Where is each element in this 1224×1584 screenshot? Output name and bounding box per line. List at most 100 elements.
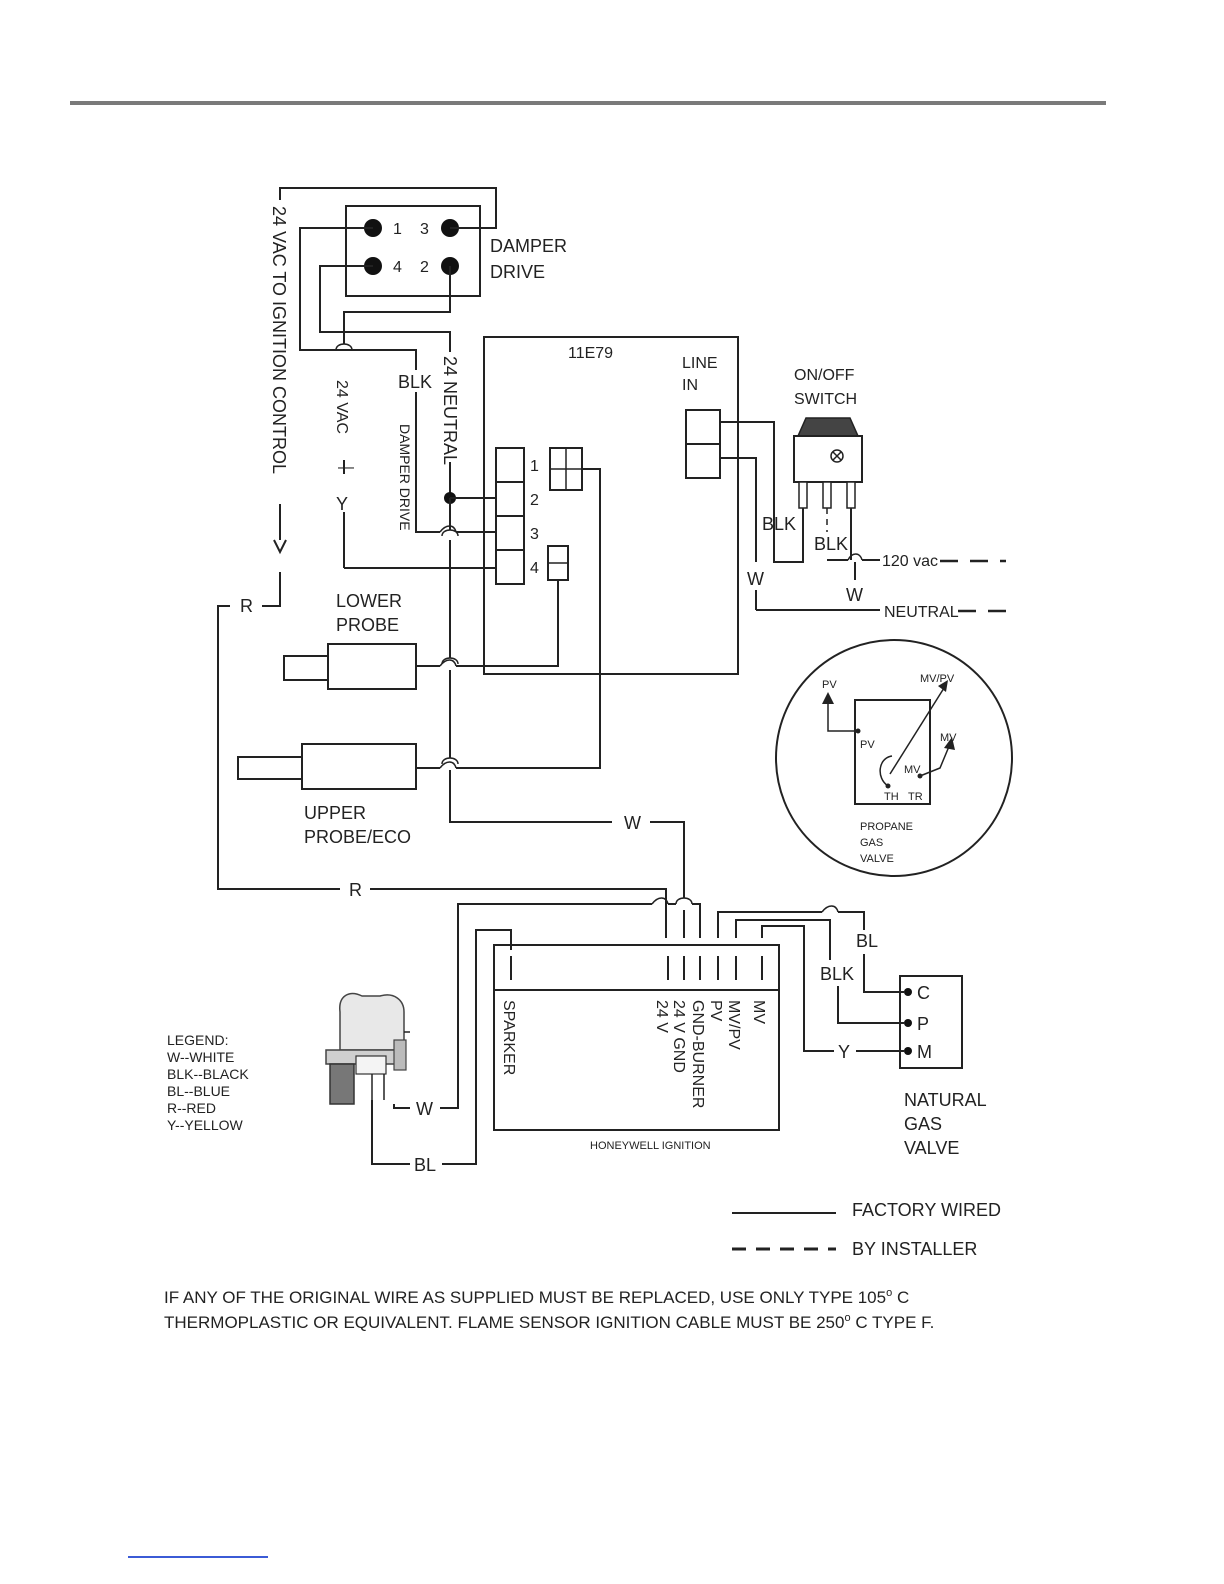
vac24-label: 24 VAC <box>333 380 350 434</box>
factory-wired-label: FACTORY WIRED <box>852 1200 1001 1220</box>
legend-item-yellow: Y--YELLOW <box>167 1117 244 1133</box>
line-key: FACTORY WIRED BY INSTALLER <box>732 1200 1001 1259</box>
connector-pin-3-label: 3 <box>530 526 539 543</box>
damper-drive-title-line1: DAMPER <box>490 236 567 256</box>
control-board: 11E79 LINE IN 1 2 3 4 <box>483 336 739 675</box>
switch-label-2: SWITCH <box>794 391 857 408</box>
upper-probe-label-2: PROBE/ECO <box>304 827 411 847</box>
propane-label-2: GAS <box>860 837 883 849</box>
label-mvpv: MV/PV <box>725 1000 742 1050</box>
r-wire-label-2: R <box>349 880 362 900</box>
ignition-module-name: HONEYWELL IGNITION <box>590 1140 711 1152</box>
label-24v: 24 V <box>653 1000 670 1033</box>
switch-label-1: ON/OFF <box>794 367 855 384</box>
propane-tr-label: TR <box>908 791 923 803</box>
footer-link-underline <box>128 1556 268 1558</box>
bl-wire-label-valve: BL <box>856 931 878 951</box>
bl-wire-label-pilot: BL <box>414 1155 436 1175</box>
legend: LEGEND: W--WHITE BLK--BLACK BL--BLUE R--… <box>167 1032 249 1133</box>
neutral-label: NEUTRAL <box>884 604 959 621</box>
r-wire-label-1: R <box>240 596 253 616</box>
propane-mv-side-label: MV <box>940 732 957 744</box>
legend-item-red: R--RED <box>167 1100 216 1116</box>
connector-pin-4 <box>495 549 525 585</box>
propane-pv-top-label: PV <box>822 679 837 691</box>
w-wire-label-pilot: W <box>416 1099 433 1119</box>
line-in-label-2: IN <box>682 377 698 394</box>
propane-inset-circle <box>775 639 1013 877</box>
legend-item-blue: BL--BLUE <box>167 1083 230 1099</box>
upper-probe-tip <box>237 756 303 780</box>
line-in-label-1: LINE <box>682 355 718 372</box>
line-in-terminal-1 <box>685 409 721 445</box>
vac120-label: 120 vac <box>882 553 938 570</box>
header-separator <box>70 101 1106 105</box>
natural-label-1: NATURAL <box>904 1090 987 1110</box>
natural-gas-valve: C P M NATURAL GAS VALVE <box>899 975 987 1158</box>
propane-label-3: VALVE <box>860 853 894 865</box>
lower-probe-label-2: PROBE <box>336 615 399 635</box>
propane-th-label: TH <box>884 791 899 803</box>
y-wire-label-damper: Y <box>336 494 348 514</box>
natural-label-2: GAS <box>904 1114 942 1134</box>
natural-terminal-p: P <box>917 1014 929 1034</box>
propane-pv-inner-label: PV <box>860 739 875 751</box>
wires <box>217 187 1006 1165</box>
note-line-1: IF ANY OF THE ORIGINAL WIRE AS SUPPLIED … <box>164 1287 909 1307</box>
blk-wire-label-switch-2: BLK <box>814 534 848 554</box>
damper-drive-title-line2: DRIVE <box>490 262 545 282</box>
switch-body <box>793 435 863 483</box>
pilot-assembly-icon <box>325 992 407 1105</box>
connector-pin-2-label: 2 <box>530 492 539 509</box>
sparker-label: SPARKER <box>500 1000 517 1075</box>
wire-labels: 24 VAC TO IGNITION CONTROL 24 VAC — Y BL… <box>240 206 959 1175</box>
lower-probe: LOWER PROBE <box>283 591 417 690</box>
natural-terminal-c: C <box>917 983 930 1003</box>
connector-pin-1 <box>495 447 525 483</box>
label-24v-gnd: 24 V GND <box>670 1000 687 1073</box>
upper-probe-label-1: UPPER <box>304 803 366 823</box>
propane-mvpv-label: MV/PV <box>920 673 955 685</box>
damper-drive: 1 3 4 2 DAMPER DRIVE <box>345 205 567 297</box>
y-wire-label-valve: Y <box>838 1042 850 1062</box>
dash-label: — <box>338 459 354 476</box>
w-wire-label-mid: W <box>624 813 641 833</box>
natural-terminal-m: M <box>917 1042 932 1062</box>
label-pv: PV <box>707 1000 724 1022</box>
connector-pin-2 <box>495 481 525 517</box>
connector-pin-3 <box>495 515 525 551</box>
damper-terminal-4-label: 4 <box>393 259 402 276</box>
switch-rocker <box>796 417 860 437</box>
legend-item-black: BLK--BLACK <box>167 1066 249 1082</box>
note-line-2: THERMOPLASTIC OR EQUIVALENT. FLAME SENSO… <box>164 1312 934 1332</box>
natural-label-3: VALVE <box>904 1138 959 1158</box>
propane-valve-inset: PV MV/PV MV PV MV TH TR PROPANE GAS VALV… <box>775 639 1013 877</box>
connector-pin-4-label: 4 <box>530 560 539 577</box>
upper-probe: UPPER PROBE/ECO <box>237 743 417 847</box>
ignition-24vac-label: 24 VAC TO IGNITION CONTROL <box>269 206 289 474</box>
propane-mv-inner-label: MV <box>904 764 921 776</box>
damper-terminal-2-label: 2 <box>420 259 429 276</box>
line-in-terminal-2 <box>685 443 721 479</box>
damper-terminal-1-label: 1 <box>393 221 402 238</box>
legend-title: LEGEND: <box>167 1032 228 1048</box>
connector-pin-1-label: 1 <box>530 458 539 475</box>
upper-probe-body <box>301 743 417 790</box>
control-board-model: 11E79 <box>568 345 613 362</box>
legend-item-white: W--WHITE <box>167 1049 234 1065</box>
blk-wire-label-switch-1: BLK <box>762 514 796 534</box>
label-mv: MV <box>750 1000 767 1024</box>
damper-drive-box <box>345 205 481 297</box>
lower-probe-body <box>327 643 417 690</box>
damper-terminal-3-label: 3 <box>420 221 429 238</box>
label-gnd-burner: GND-BURNER <box>689 1000 706 1108</box>
propane-label-1: PROPANE <box>860 821 913 833</box>
blk-wire-label-valve: BLK <box>820 964 854 984</box>
on-off-switch: ON/OFF SWITCH <box>793 367 863 509</box>
ignition-module: SPARKER 24 V 24 V GND GND-BURNER PV MV/P… <box>493 944 780 1152</box>
damper-drive-wire-label: DAMPER DRIVE <box>397 424 413 531</box>
w-wire-label-switch: W <box>747 569 764 589</box>
wire-replacement-note: IF ANY OF THE ORIGINAL WIRE AS SUPPLIED … <box>164 1287 934 1332</box>
neutral24-label: 24 NEUTRAL <box>440 356 460 465</box>
